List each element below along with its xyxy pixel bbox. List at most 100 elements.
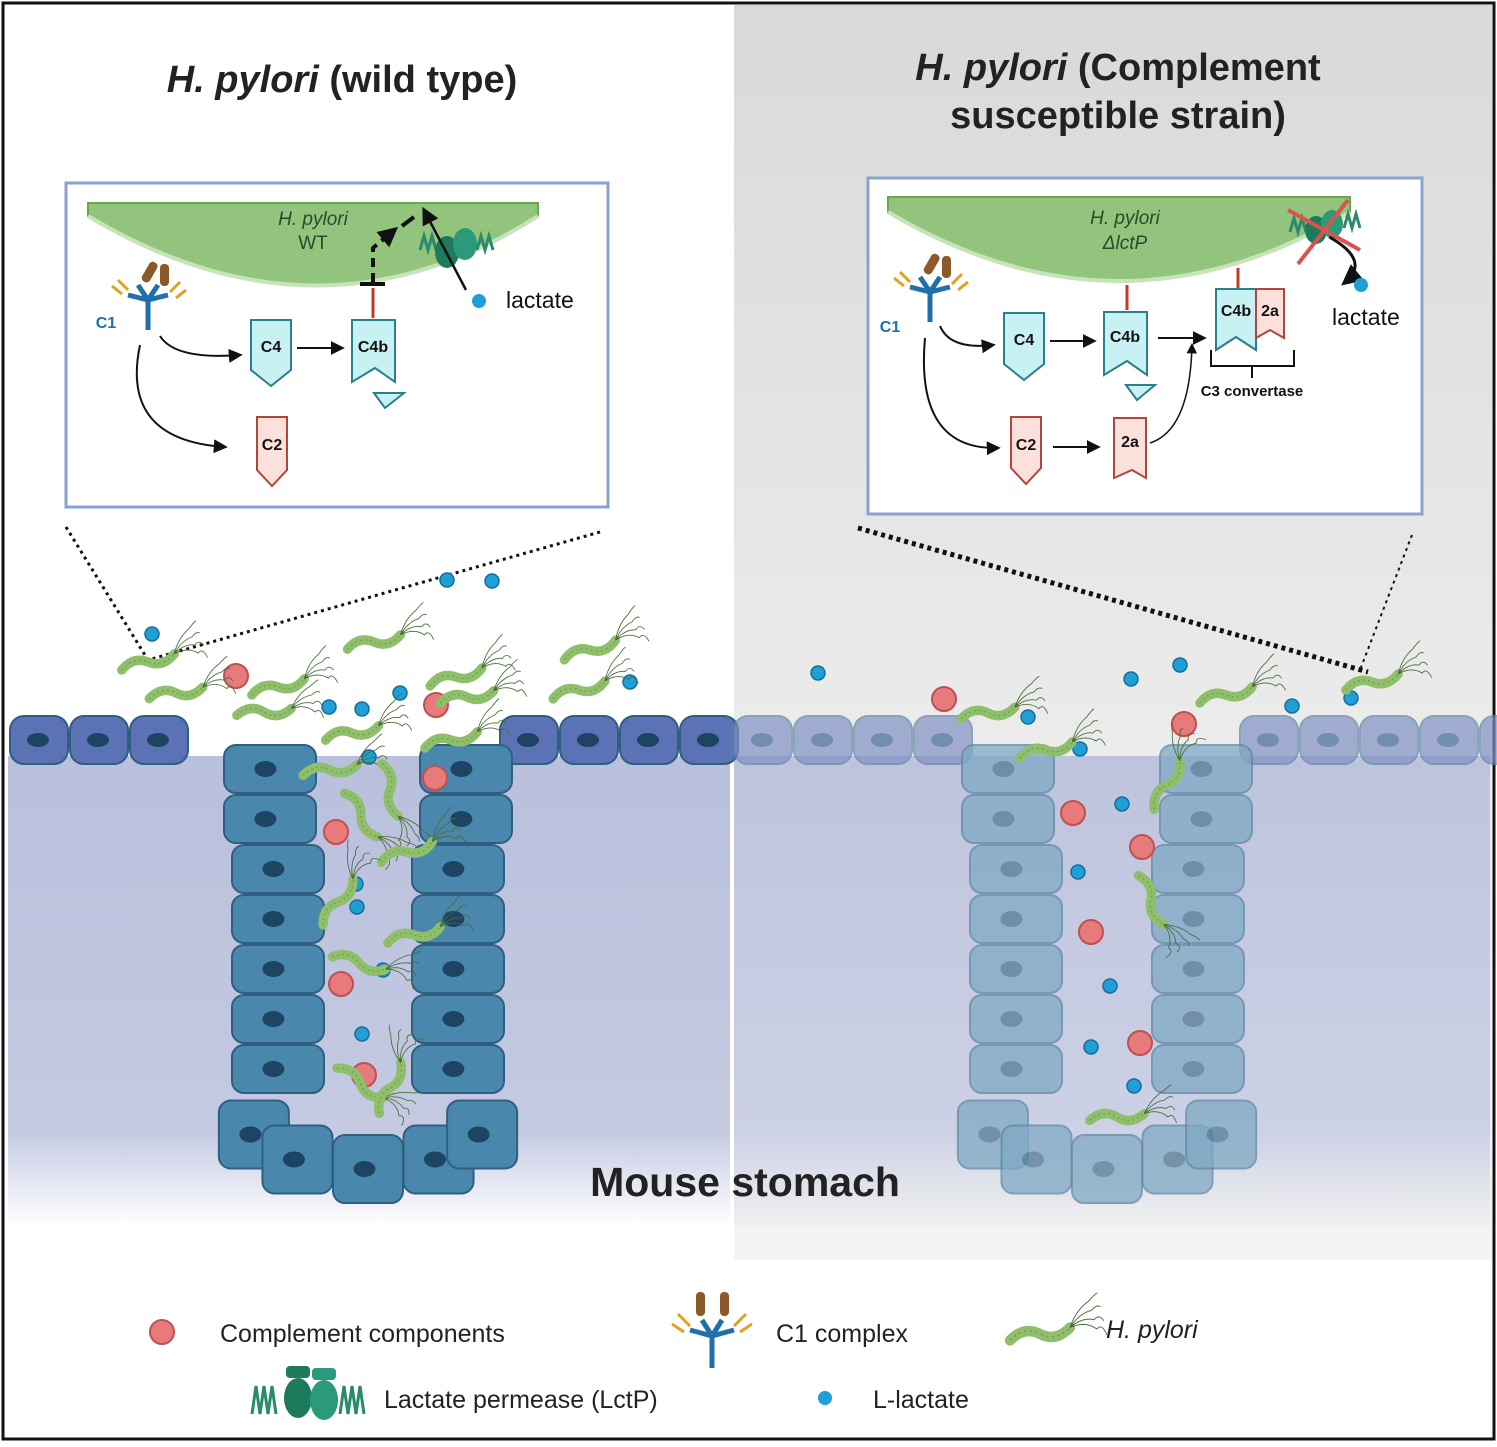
c2a-label: 2a: [1121, 434, 1139, 451]
cell-nucleus: [282, 1151, 305, 1168]
cell-nucleus: [1182, 1011, 1205, 1027]
cell-nucleus: [147, 733, 169, 747]
cell-nucleus: [1190, 811, 1213, 827]
bacteria: [117, 602, 1433, 1126]
lactate-molecule: [1284, 698, 1300, 714]
right-inset: H. pylori ΔlctP C1 C4 C4b C4b 2a C3 conv…: [866, 176, 1424, 516]
cell-nucleus: [262, 1011, 285, 1027]
hpylori-bacterium: [232, 679, 324, 721]
cell-nucleus: [87, 733, 109, 747]
convertase-c2a-shape: [1255, 288, 1285, 340]
hpylori-bacterium: [425, 633, 516, 691]
hpylori-bacterium: [435, 658, 528, 708]
complement-component: [1129, 834, 1155, 860]
cell-nucleus: [262, 1061, 285, 1077]
lactate-molecule: [1114, 796, 1130, 812]
cell-nucleus: [442, 911, 465, 927]
c1-complex-icon: [111, 261, 187, 330]
lactate-molecule: [392, 685, 408, 701]
complement-component: [323, 819, 349, 845]
cell-nucleus: [424, 1151, 447, 1168]
c2-label: C2: [262, 437, 283, 454]
c4b-label: C4b: [358, 339, 388, 356]
c1-legend-icon: [671, 1292, 753, 1368]
hpylori-bacterium: [420, 698, 512, 753]
c4a-fragment: [1124, 384, 1158, 402]
hpylori-bacterium: [374, 1024, 425, 1118]
complement-component: [223, 663, 249, 689]
cell-nucleus: [1257, 733, 1279, 747]
cell-nucleus: [1000, 961, 1023, 977]
cell-nucleus: [27, 733, 49, 747]
lactate-label: lactate: [1332, 304, 1400, 330]
lactate-molecule: [361, 749, 377, 765]
c4-label: C4: [261, 339, 282, 356]
complement-component: [422, 765, 448, 791]
cell-nucleus: [353, 1161, 376, 1177]
legend-c1-label: C1 complex: [776, 1320, 908, 1348]
c1-label: C1: [96, 315, 117, 332]
lactate-molecule: [354, 1026, 370, 1042]
cell-nucleus: [442, 861, 465, 877]
c4b-shape: [1103, 311, 1148, 377]
lactate-molecule: [1172, 657, 1188, 673]
complement-component: [328, 971, 354, 997]
hpylori-legend-icon: [1004, 1292, 1108, 1346]
lactate-molecule: [1102, 978, 1118, 994]
cell-nucleus: [871, 733, 893, 747]
cell-nucleus: [1000, 1011, 1023, 1027]
convertase-c2a-label: 2a: [1261, 303, 1279, 320]
c4-shape: [250, 319, 292, 388]
c4a-fragment: [372, 392, 407, 410]
lactate-molecule: [144, 626, 160, 642]
lactate-molecule: [1126, 1078, 1142, 1094]
hpylori-bacterium: [1004, 1292, 1108, 1346]
lctp-legend-icon: [250, 1366, 366, 1420]
complement-component: [1127, 1030, 1153, 1056]
c1-complex-icon: [893, 253, 969, 322]
lactate-molecule: [1123, 671, 1139, 687]
lactate-dot: [1354, 278, 1368, 292]
right-title-line2: susceptible strain): [950, 95, 1286, 137]
cell-nucleus: [811, 733, 833, 747]
c2-shape: [1010, 416, 1042, 486]
lactate-molecule: [1020, 709, 1036, 725]
complement-component: [1078, 919, 1104, 945]
cell-nucleus: [450, 761, 473, 777]
cell-nucleus: [1000, 1061, 1023, 1077]
cell-nucleus: [1092, 1161, 1115, 1177]
hpylori-bacterium: [1015, 708, 1107, 763]
hpylori-bacterium: [956, 675, 1049, 724]
cell-nucleus: [1317, 733, 1339, 747]
lactate-legend-icon: [818, 1391, 832, 1405]
cell-nucleus: [931, 733, 953, 747]
right-gastric-pit: [733, 715, 1497, 1204]
cell-nucleus: [978, 1126, 1001, 1143]
cell-nucleus: [450, 811, 473, 827]
cell-nucleus: [751, 733, 773, 747]
hpylori-bacterium: [383, 893, 475, 948]
cell-nucleus: [1000, 911, 1023, 927]
hpylori-bacterium: [318, 839, 381, 930]
cell-nucleus: [254, 761, 277, 777]
cell-nucleus: [577, 733, 599, 747]
lactate-molecule: [354, 701, 370, 717]
hpylori-bacterium: [144, 655, 237, 704]
cell-nucleus: [992, 811, 1015, 827]
c1-label: C1: [880, 319, 901, 336]
cell-nucleus: [1021, 1151, 1044, 1168]
hpylori-bacterium: [1195, 653, 1287, 708]
lactate-molecule: [1083, 1039, 1099, 1055]
left-title: H. pylori (wild type): [167, 59, 517, 101]
cell-nucleus: [1182, 861, 1205, 877]
lactate-molecule: [810, 665, 826, 681]
cell-nucleus: [517, 733, 539, 747]
lactate-label: lactate: [506, 287, 574, 313]
cell-nucleus: [1190, 761, 1213, 777]
hpylori-bacterium: [320, 693, 413, 745]
cell-nucleus: [262, 911, 285, 927]
legend-llactate-label: L-lactate: [873, 1386, 969, 1414]
c2-label: C2: [1016, 437, 1037, 454]
lactate-molecule: [321, 699, 337, 715]
